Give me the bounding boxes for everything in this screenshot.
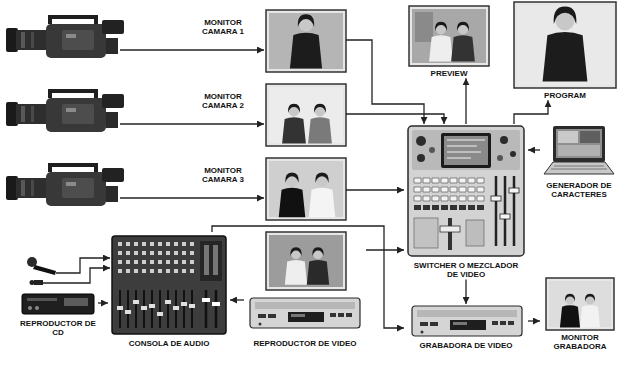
video-cable [120, 197, 264, 198]
audio-console [112, 236, 226, 334]
video-recorder [412, 306, 522, 336]
video-cable [120, 49, 264, 50]
signal-connector [212, 226, 404, 328]
audio-console: CONSOLA DE AUDIO [108, 232, 230, 348]
signal-connector [346, 189, 404, 190]
signal-connector [346, 114, 444, 124]
monitor-screen [266, 10, 346, 72]
video-camera [6, 165, 124, 206]
signal-connector [528, 320, 540, 321]
signal-connector [465, 78, 466, 124]
cd-player [22, 294, 94, 314]
picture-area [108, 232, 230, 336]
monitor-screen [266, 158, 346, 220]
device-label: PREVIEW [431, 69, 468, 78]
device-label: MONITOR GRABADORA [542, 333, 618, 351]
cd-player: REPRODUCTOR DE CD [18, 290, 98, 337]
signal-connector [346, 40, 424, 124]
video-cable [120, 123, 264, 124]
signal-connector [465, 279, 466, 304]
picture-area [540, 276, 620, 330]
picture-area [404, 6, 494, 66]
video-camera [6, 17, 124, 58]
audio-cable [43, 268, 110, 283]
picture-area [404, 124, 528, 258]
video-recorder: GRABADORA DE VIDEO [404, 304, 528, 350]
camera-monitor: MONITOR CAMARA 1 [188, 10, 346, 72]
device-label: SWITCHER O MEZCLADOR DE VIDEO [411, 261, 521, 279]
device-label: PROGRAM [544, 91, 586, 100]
preview-monitor: PREVIEW [404, 6, 494, 78]
picture-area [266, 10, 346, 72]
video-player: REPRODUCTOR DE VIDEO [244, 230, 366, 348]
device-label: CONSOLA DE AUDIO [129, 339, 210, 348]
device-label: GENERADOR DE CARACTERES [546, 181, 612, 199]
video-camera [6, 91, 124, 132]
monitor-screen [546, 278, 614, 330]
signal-connector [98, 302, 108, 303]
device-label: GRABADORA DE VIDEO [419, 341, 512, 350]
device-label: REPRODUCTOR DE VIDEO [254, 339, 357, 348]
video-switcher [408, 126, 524, 256]
audio-cable [56, 258, 110, 273]
picture-area [18, 290, 98, 316]
monitor-screen [266, 232, 346, 290]
preview-screen [409, 6, 489, 66]
microphone [33, 265, 56, 275]
device-label: REPRODUCTOR DE CD [20, 319, 96, 337]
signal-connector [230, 299, 244, 300]
video-switcher: SWITCHER O MEZCLADOR DE VIDEO [404, 124, 528, 279]
monitor-screen [266, 84, 346, 146]
signal-connector [528, 149, 540, 150]
lavalier-mic [34, 280, 43, 285]
video-player [250, 298, 360, 328]
program-monitor: PROGRAM [510, 2, 620, 100]
picture-area [266, 158, 346, 220]
signal-connector [366, 249, 404, 250]
program-screen [514, 2, 616, 88]
picture-area [540, 124, 618, 178]
device-label: MONITOR CAMARA 1 [188, 10, 258, 36]
lavalier-mic [30, 280, 35, 285]
camera-monitor: MONITOR CAMARA 2 [188, 84, 346, 146]
picture-area [266, 84, 346, 146]
picture-area [404, 304, 528, 338]
picture-area [244, 230, 366, 336]
character-generator: GENERADOR DE CARACTERES [540, 124, 618, 199]
device-label: MONITOR CAMARA 2 [188, 84, 258, 110]
laptop [544, 126, 614, 174]
camera-monitor: MONITOR CAMARA 3 [188, 158, 346, 220]
picture-area [510, 2, 620, 88]
signal-connector [514, 100, 548, 124]
device-label: MONITOR CAMARA 3 [188, 158, 258, 184]
recorder-monitor: MONITOR GRABADORA [540, 276, 620, 351]
